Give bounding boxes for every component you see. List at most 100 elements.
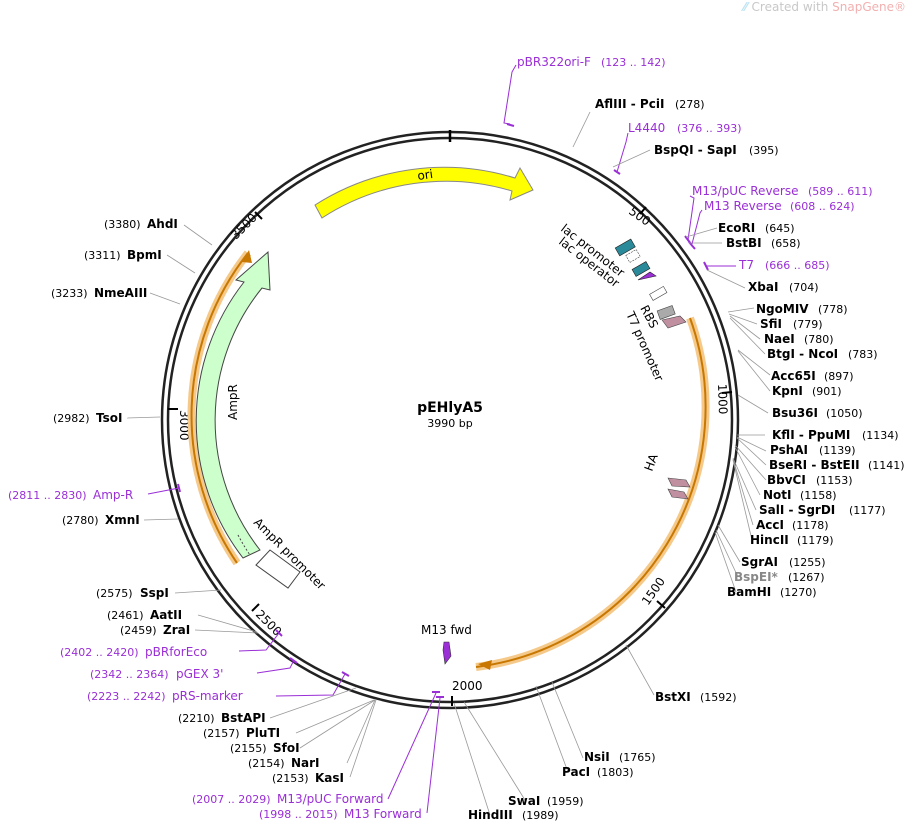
site-nsii-pos: (1765) [619,751,656,764]
site-hindiii-pos: (1989) [522,809,559,822]
site-bspqi-sapi: BspQI - SapI [654,143,737,157]
site-hindiii: HindIII [468,808,513,822]
site-beseri-bsteii: BseRI - BstEII [769,458,860,472]
plasmid-name: pEHlyA5 [417,400,483,416]
snapgene-watermark: ⁄⁄ Created with SnapGene® [743,0,906,14]
site-sfii: SfiI [760,317,782,331]
site-acc65i-pos: (897) [824,370,854,383]
site-bpmi-pos: (3311) [84,249,121,262]
site-ngomiv-pos: (778) [818,303,848,316]
ha-tag-feature-1 [667,477,691,488]
site-sgrai-pos: (1255) [789,556,826,569]
ori-feature [314,166,534,219]
watermark-prefix: Created with [751,0,833,14]
site-acci: AccI [756,518,784,532]
primer-m13-reverse: M13 Reverse [704,199,782,213]
site-bamhi: BamHI [727,585,771,599]
site-bspei-pos: (1267) [788,571,825,584]
watermark-reg: ® [894,0,906,14]
site-xbai-pos: (704) [789,281,819,294]
site-kasi: KasI [315,771,344,785]
site-sali-sgrdi: SalI - SgrDI [759,503,835,517]
site-zrai: ZraI [163,623,190,637]
site-nmeaiii-pos: (3233) [51,287,88,300]
primer-t7-range: (666 .. 685) [765,259,830,272]
ruler-label-2000: 2000 [452,679,483,693]
primer-m13-forward-range: (1998 .. 2015) [259,808,338,821]
site-aatii: AatII [150,608,182,622]
primer-amp-r: Amp-R [93,488,133,502]
cap-site-feature [625,249,641,263]
site-pshai-pos: (1139) [819,444,856,457]
primer-pgex3: pGEX 3' [176,667,223,681]
m13-fwd-feature [442,641,452,665]
ampr-label: AmpR [226,384,240,420]
primer-labels: pBR322ori-F (123 .. 142) L4440 (376 .. 3… [8,55,873,821]
primer-pbr322ori-f: pBR322ori-F [517,55,591,69]
primer-pbrforeco-range: (2402 .. 2420) [60,646,139,659]
ampr-dotted-boundary [237,534,251,556]
site-kpni-pos: (901) [812,385,842,398]
site-naei-pos: (780) [804,333,834,346]
site-xmni-pos: (2780) [62,514,99,527]
site-bstbi-pos: (658) [771,237,801,250]
site-btgi-pos: (783) [848,348,878,361]
primer-m13puc-reverse: M13/pUC Reverse [692,184,799,198]
orf-arc-right [475,317,707,668]
lac-operator-feature [631,261,651,277]
m13-reverse-feature [637,271,657,281]
site-hincii-pos: (1179) [797,534,834,547]
site-leaders [126,111,771,816]
primer-m13puc-reverse-range: (589 .. 611) [808,185,873,198]
primer-m13-forward: M13 Forward [344,807,422,821]
site-xbai: XbaI [748,280,778,294]
primer-amp-r-range: (2811 .. 2830) [8,489,87,502]
site-afliii-pcii: AflIII - PciI [595,97,664,111]
site-kfli-ppumi: KflI - PpuMI [772,428,850,442]
site-swai-pos: (1959) [547,795,584,808]
site-labels: AflIII - PciI (278) BspQI - SapI (395) E… [51,97,905,822]
plasmid-length: 3990 bp [427,417,472,430]
site-kasi-pos: (2153) [272,772,309,785]
site-bpmi: BpmI [127,248,162,262]
ampr-feature [195,250,271,559]
site-bbvci-pos: (1153) [816,474,853,487]
site-aatii-pos: (2461) [107,609,144,622]
primer-leaders [147,64,736,814]
site-bstapi: BstAPI [221,711,266,725]
site-ahdi-pos: (3380) [104,218,141,231]
site-swai: SwaI [508,794,540,808]
site-kpni: KpnI [772,384,803,398]
site-acci-pos: (1178) [792,519,829,532]
site-sspi: SspI [140,586,169,600]
orf-arc-left [190,252,249,564]
site-bamhi-pos: (1270) [780,586,817,599]
site-pluti-pos: (2157) [203,727,240,740]
site-bspei: BspEI* [734,570,779,584]
site-kfli-pos: (1134) [862,429,899,442]
site-xmni: XmnI [105,513,140,527]
site-sspi-pos: (2575) [96,587,133,600]
primer-m13-reverse-range: (608 .. 624) [790,200,855,213]
ruler-label-3000: 3000 [177,410,191,441]
site-ecori-pos: (645) [765,222,795,235]
primer-l4440-range: (376 .. 393) [677,122,742,135]
site-bstxi-pos: (1592) [700,691,737,704]
site-sfoi: SfoI [273,741,300,755]
primer-prs-marker: pRS-marker [172,689,243,703]
lac-promoter-feature [614,238,636,257]
site-zrai-pos: (2459) [120,624,157,637]
site-ngomiv: NgoMIV [756,302,809,316]
site-acc65i: Acc65I [771,369,816,383]
site-bstxi: BstXI [655,690,691,704]
site-beseri-pos: (1141) [868,459,905,472]
primer-pbrforeco: pBRforEco [145,645,207,659]
site-pluti: PluTI [246,726,280,740]
primer-prs-marker-range: (2223 .. 2242) [87,690,166,703]
orf-arrowhead-right [478,660,492,670]
m13-fwd-label: M13 fwd [421,623,472,637]
site-paci: PacI [562,765,590,779]
site-nsii: NsiI [584,750,610,764]
site-nari: NarI [291,756,320,770]
